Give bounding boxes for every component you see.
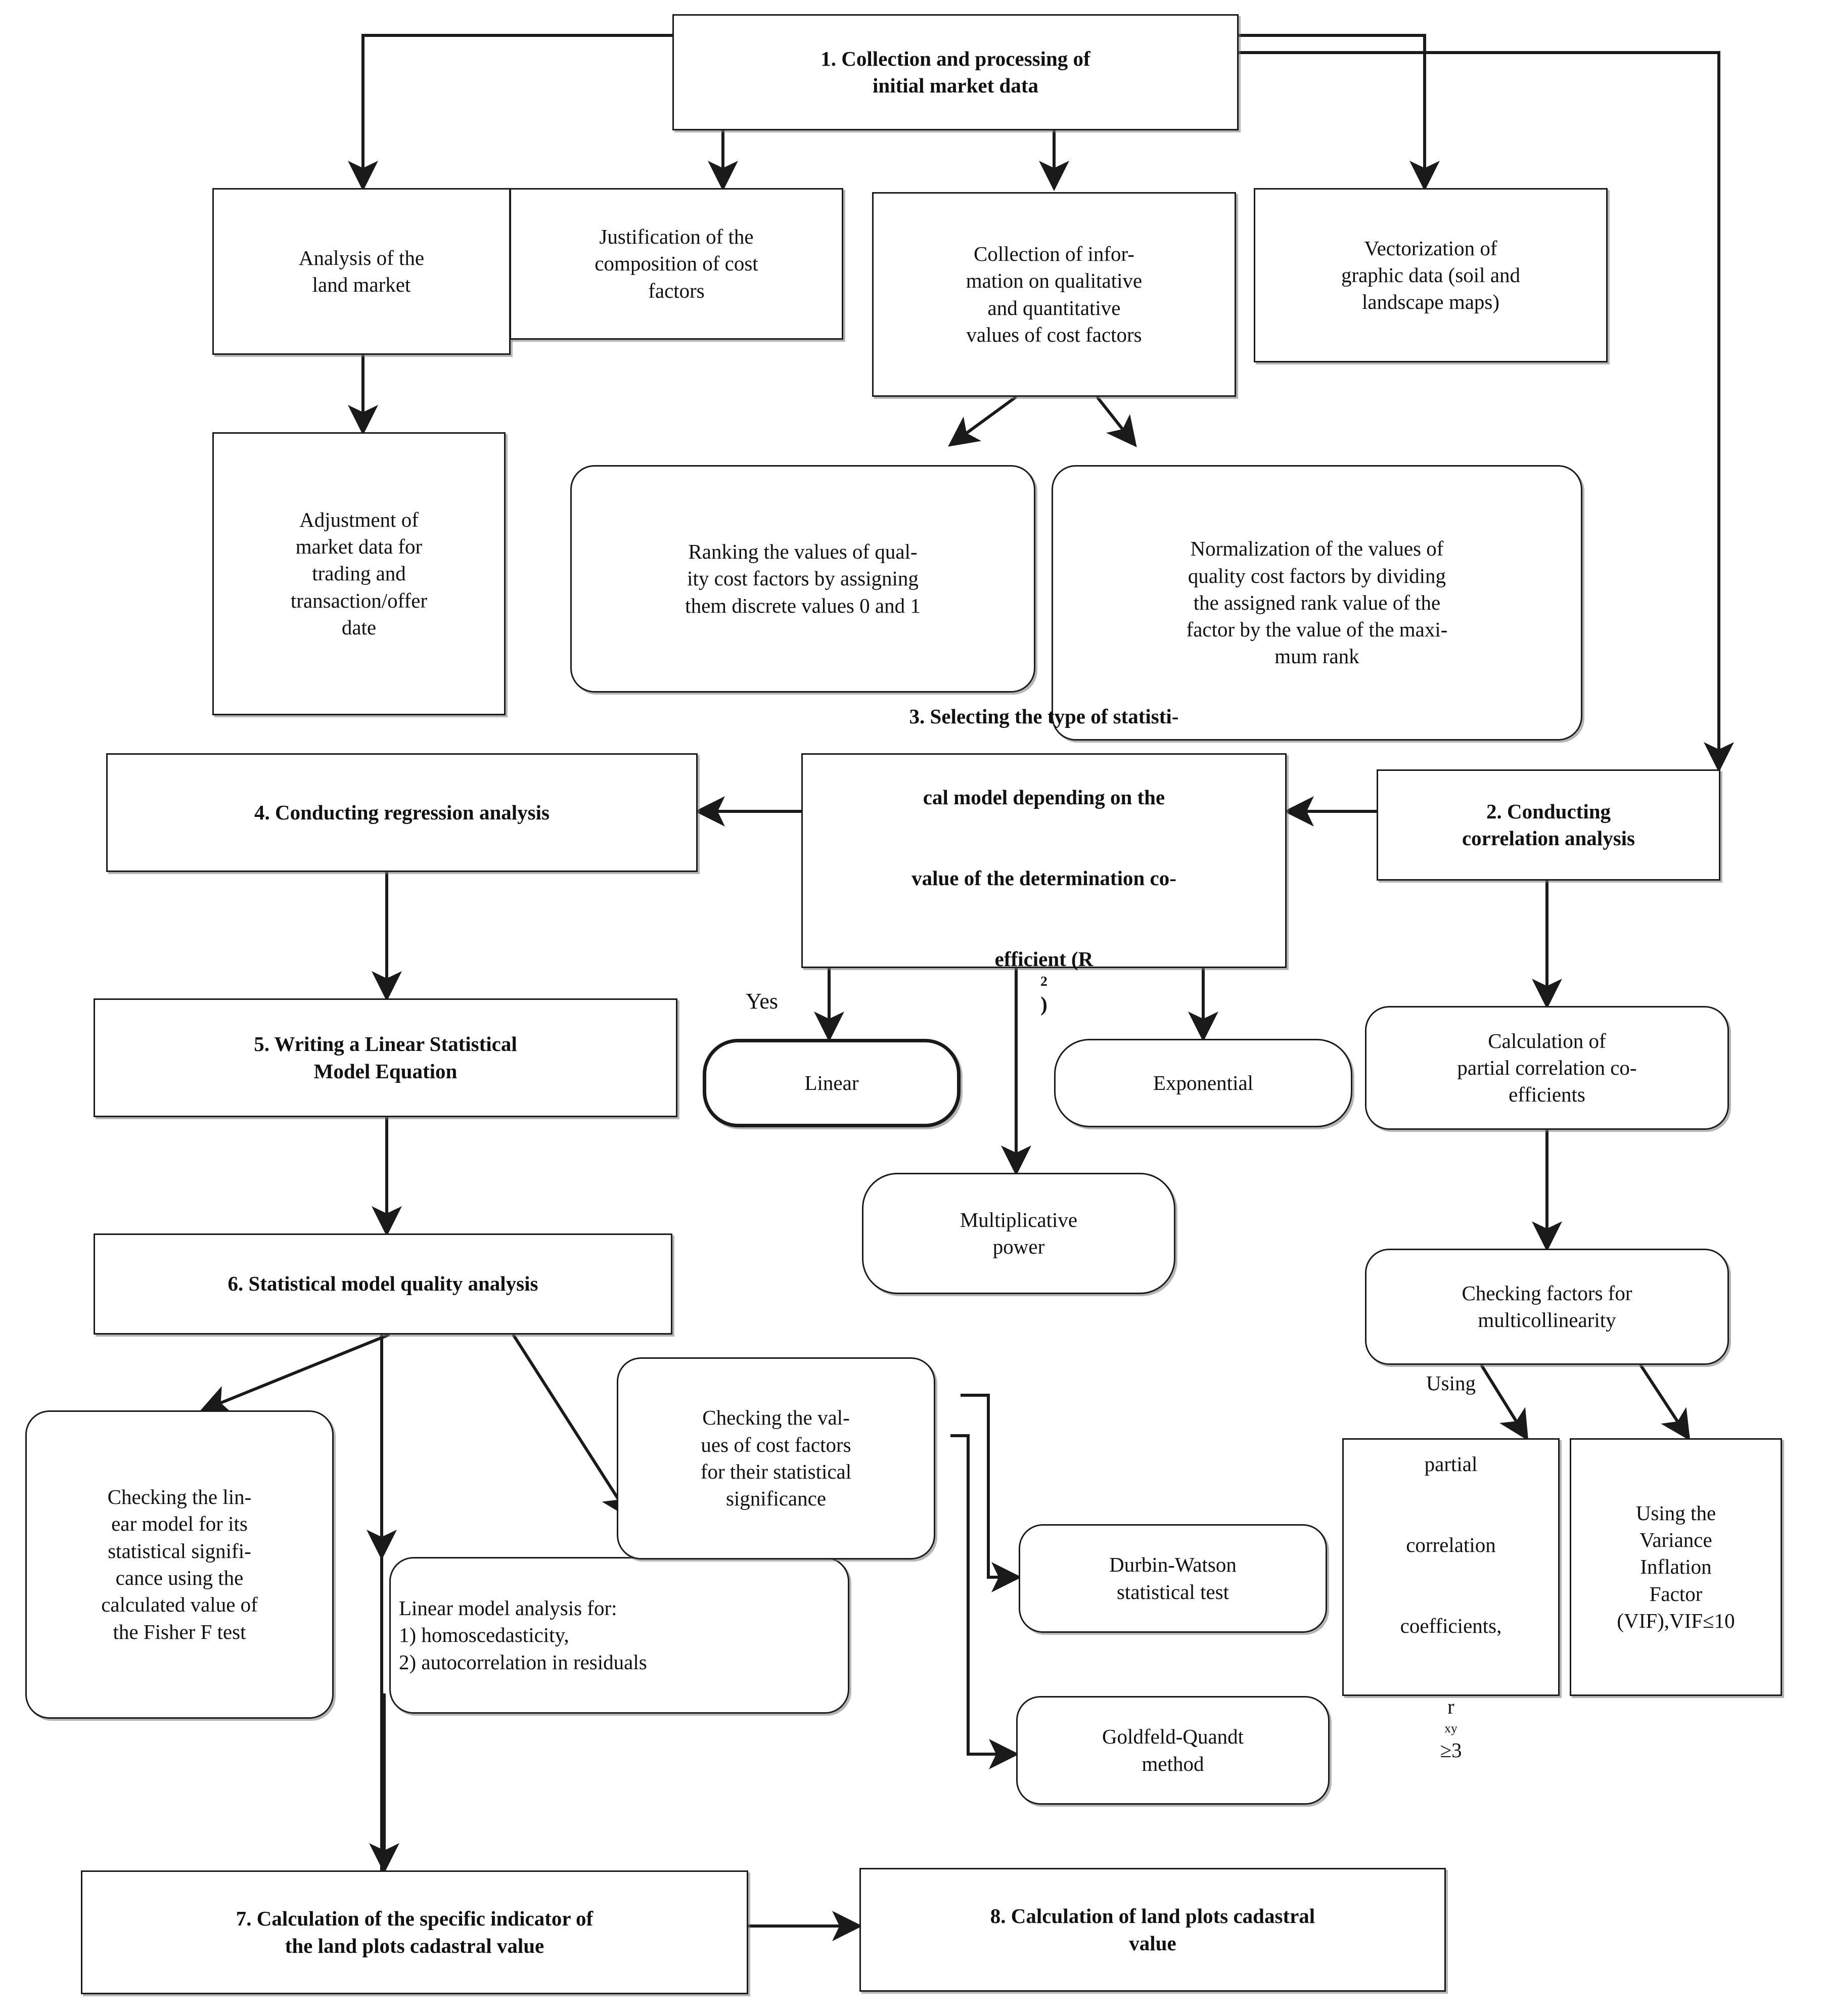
- node-23-goldfeld-quandt-method[interactable]: Goldfeld-Quandt method: [1016, 1696, 1330, 1805]
- node-27-cadastral-value-calculation[interactable]: 8. Calculation of land plots cadastral v…: [859, 1868, 1446, 1992]
- node-11-label: 2. Conducting correlation analysis: [1462, 799, 1635, 850]
- node-20-linear-model-analysis[interactable]: Linear model analysis for: 1) homoscedas…: [389, 1557, 849, 1714]
- node-23-label: Goldfeld-Quandt method: [1102, 1725, 1244, 1775]
- node-6-market-data-adjustment[interactable]: Adjustment of market data for trading an…: [212, 432, 506, 715]
- node-3-label: Justification of the composition of cost…: [595, 225, 758, 302]
- node-8-normalization-quality-cost-factors[interactable]: Normalization of the values of quality c…: [1052, 465, 1582, 741]
- node-13-linear[interactable]: Linear: [703, 1039, 961, 1127]
- node-24-label-line2: partial: [1424, 1452, 1478, 1476]
- node-9-label: 4. Conducting regression analysis: [254, 800, 550, 824]
- node-18-label: Checking factors for multicollinearity: [1462, 1281, 1632, 1332]
- node-22-label: Durbin-Watson statistical test: [1109, 1553, 1237, 1603]
- node-4-label: Collection of infor- mation on qualitati…: [966, 242, 1143, 346]
- node-10-label-line4-post: ): [1040, 992, 1047, 1016]
- node-19-fisher-f-test-check[interactable]: Checking the lin- ear model for its stat…: [25, 1410, 334, 1719]
- node-26-label: 7. Calculation of the specific indicator…: [236, 1907, 594, 1957]
- node-5-label: Vectorization of graphic data (soil and …: [1341, 236, 1521, 314]
- node-25-using-variance-inflation-factor[interactable]: Using the Variance Inflation Factor (VIF…: [1570, 1438, 1782, 1696]
- node-24-label-line5-post: ≥3: [1440, 1738, 1462, 1762]
- node-1-collection-processing[interactable]: 1. Collection and processing of initial …: [672, 14, 1239, 130]
- node-5-vectorization-graphic-data[interactable]: Vectorization of graphic data (soil and …: [1254, 188, 1608, 362]
- node-16-label: Calculation of partial correlation co- e…: [1457, 1029, 1637, 1107]
- node-25-label: Using the Variance Inflation Factor (VIF…: [1617, 1501, 1735, 1632]
- node-21-label: Checking the val- ues of cost factors fo…: [700, 1406, 852, 1510]
- node-9-regression-analysis[interactable]: 4. Conducting regression analysis: [106, 753, 698, 872]
- node-10-label-line1: 3. Selecting the type of statisti-: [909, 705, 1179, 728]
- node-12-linear-statistical-model-equation[interactable]: 5. Writing a Linear Statistical Model Eq…: [94, 998, 677, 1117]
- node-11-correlation-analysis[interactable]: 2. Conducting correlation analysis: [1377, 769, 1720, 881]
- node-10-selecting-statistical-model[interactable]: 3. Selecting the type of statisti- cal m…: [801, 705, 1287, 1016]
- node-12-label: 5. Writing a Linear Statistical Model Eq…: [254, 1032, 517, 1083]
- node-8-label: Normalization of the values of quality c…: [1186, 537, 1448, 668]
- node-24-label-subscript: xy: [1444, 1721, 1457, 1736]
- node-13-label: Linear: [804, 1071, 859, 1094]
- node-3-cost-factor-composition[interactable]: Justification of the composition of cost…: [510, 188, 843, 340]
- node-10-label-superscript: 2: [1040, 974, 1047, 990]
- node-24-label: Using partial correlation coefficients, …: [1352, 1343, 1550, 1791]
- node-19-label: Checking the lin- ear model for its stat…: [101, 1485, 258, 1643]
- node-24-label-line4: coefficients,: [1400, 1614, 1502, 1638]
- node-6-label: Adjustment of market data for trading an…: [290, 508, 428, 639]
- node-24-label-line3: correlation: [1406, 1533, 1496, 1557]
- node-2-land-market-analysis[interactable]: Analysis of the land market: [212, 188, 511, 355]
- node-7-label: Ranking the values of qual- ity cost fac…: [685, 540, 921, 617]
- node-16-partial-correlation-coefficients[interactable]: Calculation of partial correlation co- e…: [1365, 1006, 1729, 1130]
- node-26-specific-indicator-calculation[interactable]: 7. Calculation of the specific indicator…: [81, 1870, 748, 1994]
- node-10-label-line2: cal model depending on the: [923, 786, 1165, 809]
- yes-branch-label: Yes: [746, 989, 779, 1014]
- node-10-label-line3: value of the determination co-: [912, 866, 1176, 890]
- node-24-label-line1: Using: [1426, 1371, 1476, 1395]
- node-22-durbin-watson-test[interactable]: Durbin-Watson statistical test: [1019, 1524, 1327, 1633]
- node-10-label-line4-pre: efficient (R: [994, 947, 1093, 971]
- node-7-ranking-quality-cost-factors[interactable]: Ranking the values of qual- ity cost fac…: [570, 465, 1035, 693]
- node-18-checking-multicollinearity[interactable]: Checking factors for multicollinearity: [1365, 1249, 1729, 1365]
- node-20-label: Linear model analysis for: 1) homoscedas…: [399, 1596, 647, 1674]
- node-1-label: 1. Collection and processing of initial …: [821, 47, 1090, 97]
- node-17-statistical-model-quality-analysis[interactable]: 6. Statistical model quality analysis: [94, 1233, 672, 1335]
- node-2-label: Analysis of the land market: [298, 246, 425, 296]
- node-17-label: 6. Statistical model quality analysis: [227, 1272, 538, 1296]
- node-27-label: 8. Calculation of land plots cadastral v…: [990, 1904, 1315, 1955]
- node-15-multiplicative-power[interactable]: Multiplicative power: [862, 1173, 1175, 1294]
- node-10-label: 3. Selecting the type of statisti- cal m…: [811, 676, 1277, 1045]
- node-14-label: Exponential: [1153, 1071, 1254, 1094]
- node-24-label-line5-pre: r: [1447, 1694, 1454, 1718]
- node-21-cost-factor-significance-check[interactable]: Checking the val- ues of cost factors fo…: [617, 1357, 935, 1560]
- node-24-using-partial-correlation-coefficients[interactable]: Using partial correlation coefficients, …: [1342, 1371, 1560, 1762]
- node-4-collection-of-information[interactable]: Collection of infor- mation on qualitati…: [872, 192, 1236, 397]
- node-14-exponential[interactable]: Exponential: [1054, 1039, 1352, 1127]
- node-15-label: Multiplicative power: [960, 1208, 1078, 1258]
